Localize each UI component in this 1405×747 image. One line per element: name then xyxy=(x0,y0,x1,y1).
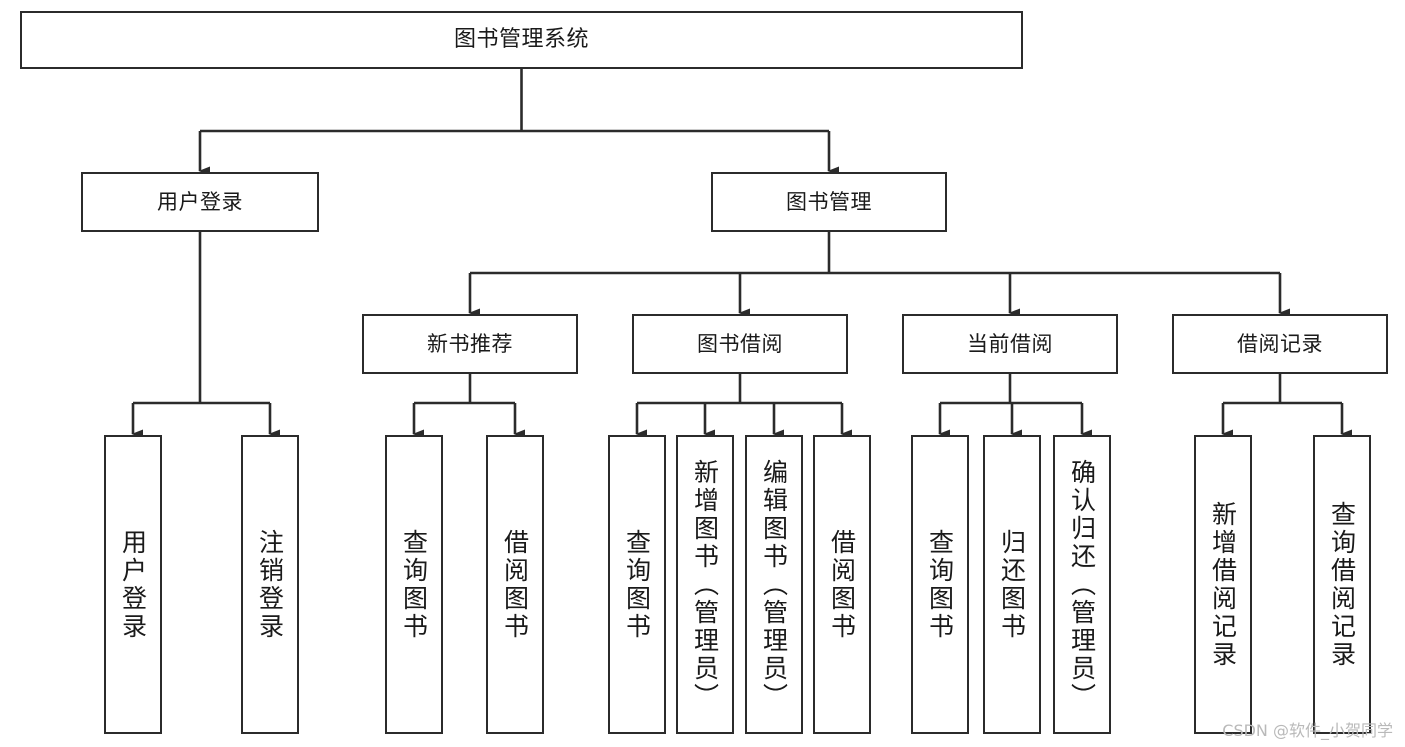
connectors-group xyxy=(131,69,1352,439)
node-leaf-user-login[interactable]: 用户登录 xyxy=(104,435,162,734)
node-leaf-add-record[interactable]: 新增借阅记录 xyxy=(1194,435,1252,734)
node-leaf-return-book[interactable]: 归还图书 xyxy=(983,435,1041,734)
node-label: 借阅图书 xyxy=(500,528,530,641)
node-label: 借阅图书 xyxy=(827,528,857,641)
node-label: 查询图书 xyxy=(622,528,652,641)
node-label: 图书管理 xyxy=(786,189,872,214)
node-label: 新增图书（管理员） xyxy=(690,458,720,711)
node-label: 查询借阅记录 xyxy=(1327,500,1357,669)
node-label: 当前借阅 xyxy=(967,331,1053,356)
node-label: 查询图书 xyxy=(399,528,429,641)
node-leaf-confirm-return[interactable]: 确认归还（管理员） xyxy=(1053,435,1111,734)
node-borrow-record[interactable]: 借阅记录 xyxy=(1172,314,1388,374)
node-leaf-query-record[interactable]: 查询借阅记录 xyxy=(1313,435,1371,734)
node-leaf-user-logout[interactable]: 注销登录 xyxy=(241,435,299,734)
node-label: 图书借阅 xyxy=(697,331,783,356)
node-leaf-query-book-2[interactable]: 查询图书 xyxy=(608,435,666,734)
node-label: 注销登录 xyxy=(255,528,285,641)
node-root[interactable]: 图书管理系统 xyxy=(20,11,1023,69)
node-label: 图书管理系统 xyxy=(453,27,589,53)
node-label: 确认归还（管理员） xyxy=(1067,458,1097,711)
node-leaf-borrow-book-1[interactable]: 借阅图书 xyxy=(486,435,544,734)
node-leaf-edit-book[interactable]: 编辑图书（管理员） xyxy=(745,435,803,734)
node-leaf-query-book-3[interactable]: 查询图书 xyxy=(911,435,969,734)
node-label: 新增借阅记录 xyxy=(1208,500,1238,669)
node-label: 编辑图书（管理员） xyxy=(759,458,789,711)
node-current-borrow[interactable]: 当前借阅 xyxy=(902,314,1118,374)
node-book-borrow[interactable]: 图书借阅 xyxy=(632,314,848,374)
node-label: 查询图书 xyxy=(925,528,955,641)
node-user-login[interactable]: 用户登录 xyxy=(81,172,319,232)
node-leaf-query-book-1[interactable]: 查询图书 xyxy=(385,435,443,734)
node-new-book-rec[interactable]: 新书推荐 xyxy=(362,314,578,374)
node-label: 用户登录 xyxy=(118,528,148,641)
node-label: 用户登录 xyxy=(157,189,243,214)
node-label: 归还图书 xyxy=(997,528,1027,641)
node-book-manage[interactable]: 图书管理 xyxy=(711,172,947,232)
node-label: 新书推荐 xyxy=(427,331,513,356)
node-label: 借阅记录 xyxy=(1237,331,1323,356)
node-leaf-add-book[interactable]: 新增图书（管理员） xyxy=(676,435,734,734)
node-leaf-borrow-book-2[interactable]: 借阅图书 xyxy=(813,435,871,734)
